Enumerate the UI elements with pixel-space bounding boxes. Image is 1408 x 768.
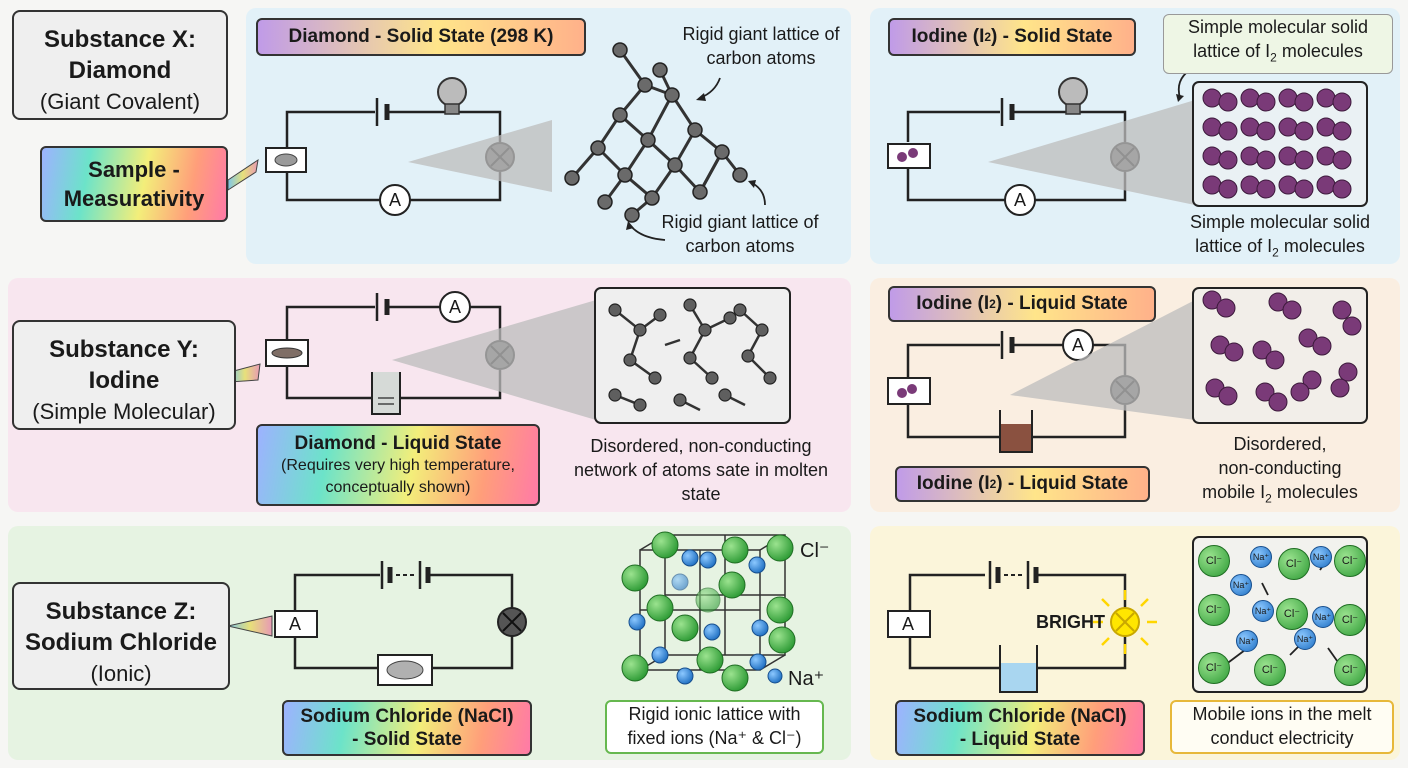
substance-z-card: Substance Z: Sodium Chloride (Ionic) <box>12 582 230 690</box>
molten-ion-cl-8: Cl⁻ <box>1254 654 1286 686</box>
circuit-diamond-solid <box>285 110 502 202</box>
iodine-solid-label-top: Simple molecular solid lattice of I2 mol… <box>1163 14 1393 74</box>
circuit-nacl-solid <box>293 573 514 670</box>
molten-ion-na-5: Na⁺ <box>1312 606 1334 628</box>
molten-ion-na-7: Na⁺ <box>1294 628 1316 650</box>
diamond-liquid-title: Diamond - Liquid State (Requires very hi… <box>256 424 540 506</box>
molten-ion-cl-2: Cl⁻ <box>1278 548 1310 580</box>
nacl-liquid-title: Sodium Chloride (NaCl) - Liquid State <box>895 700 1145 756</box>
molten-ion-na-2: Na⁺ <box>1310 546 1332 568</box>
molten-ion-cl-1: Cl⁻ <box>1198 545 1230 577</box>
nacl-liquid-label: Mobile ions in the melt conduct electric… <box>1170 700 1394 754</box>
lightbulb-off-icon <box>437 77 467 115</box>
ammeter-label-iodine-solid: A <box>1014 190 1027 210</box>
iodine-solid-label-bottom: Simple molecular solid lattice of I2 mol… <box>1189 212 1371 260</box>
molten-ion-cl-4: Cl⁻ <box>1198 594 1230 626</box>
molten-ion-na-6: Na⁺ <box>1236 630 1258 652</box>
diamond-solid-title: Diamond - Solid State (298 K) <box>256 18 586 56</box>
substance-y-type: (Simple Molecular) <box>32 399 216 424</box>
nacl-ionic-lattice <box>621 531 796 692</box>
molten-ion-cl-5: Cl⁻ <box>1276 598 1308 630</box>
diamond-liquid-note: (Requires very high temperature, concept… <box>281 456 515 496</box>
molten-ion-na-1: Na⁺ <box>1250 546 1272 568</box>
sample-tag-line2: Measurativity <box>63 186 205 211</box>
substance-z-name-line1: Substance Z: <box>45 598 197 625</box>
ammeter-label-nacl-solid: A <box>289 614 302 634</box>
iodine-solid-lattice <box>1192 81 1368 207</box>
bright-label: BRIGHT <box>1036 612 1105 632</box>
nacl-solid-cl-label: Cl⁻ <box>800 540 830 562</box>
pointer-arrow <box>227 158 259 191</box>
substance-x-name-line1: Substance X: <box>43 26 197 53</box>
nacl-solid-label: Rigid ionic lattice with fixed ions (Na⁺… <box>605 700 824 754</box>
molten-ion-na-4: Na⁺ <box>1252 600 1274 622</box>
substance-y-name-line1: Substance Y: <box>49 336 199 363</box>
ammeter-icon <box>379 184 411 216</box>
ammeter-label-iodine-liquid: A <box>1072 335 1085 355</box>
molten-ion-cl-3: Cl⁻ <box>1334 545 1366 577</box>
diamond-solid-label-top: Rigid giant lattice of carbon atoms <box>682 24 840 68</box>
iodine-liquid-label: Disordered, non-conducting mobile I2 mol… <box>1202 434 1358 506</box>
nacl-solid-na-label: Na⁺ <box>788 668 825 690</box>
sample-measurativity-tag: Sample - Measurativity <box>40 146 228 222</box>
zoom-beam <box>408 120 552 192</box>
diamond-liquid-label: Disordered, non-conducting network of at… <box>573 436 829 504</box>
molten-ion-cl-6: Cl⁻ <box>1334 604 1366 636</box>
bright-lamp-icon <box>1093 590 1157 654</box>
nacl-solid-title: Sodium Chloride (NaCl) - Solid State <box>282 700 532 756</box>
ammeter-label-nacl-liquid: A <box>902 614 915 634</box>
ammeter-label-diamond-liquid: A <box>449 297 462 317</box>
substance-z-name-line2: Sodium Chloride <box>25 629 217 656</box>
molten-ion-cl-7: Cl⁻ <box>1198 652 1230 684</box>
substance-y-name-line2: Iodine <box>88 367 160 394</box>
substance-x-card: Substance X: Diamond (Giant Covalent) <box>12 10 228 120</box>
substance-y-card: Substance Y: Iodine (Simple Molecular) <box>12 320 236 430</box>
sample-tag-line1: Sample - <box>88 157 180 182</box>
substance-z-type: (Ionic) <box>90 661 152 686</box>
diamond-solid-label-bottom: Rigid giant lattice of carbon atoms <box>661 212 819 256</box>
substance-x-type: (Giant Covalent) <box>39 89 201 114</box>
ammeter-label-diamond-solid: A <box>389 190 402 210</box>
molten-ion-na-3: Na⁺ <box>1230 574 1252 596</box>
substance-x-name-line2: Diamond <box>68 57 172 84</box>
molten-ion-cl-9: Cl⁻ <box>1334 654 1366 686</box>
